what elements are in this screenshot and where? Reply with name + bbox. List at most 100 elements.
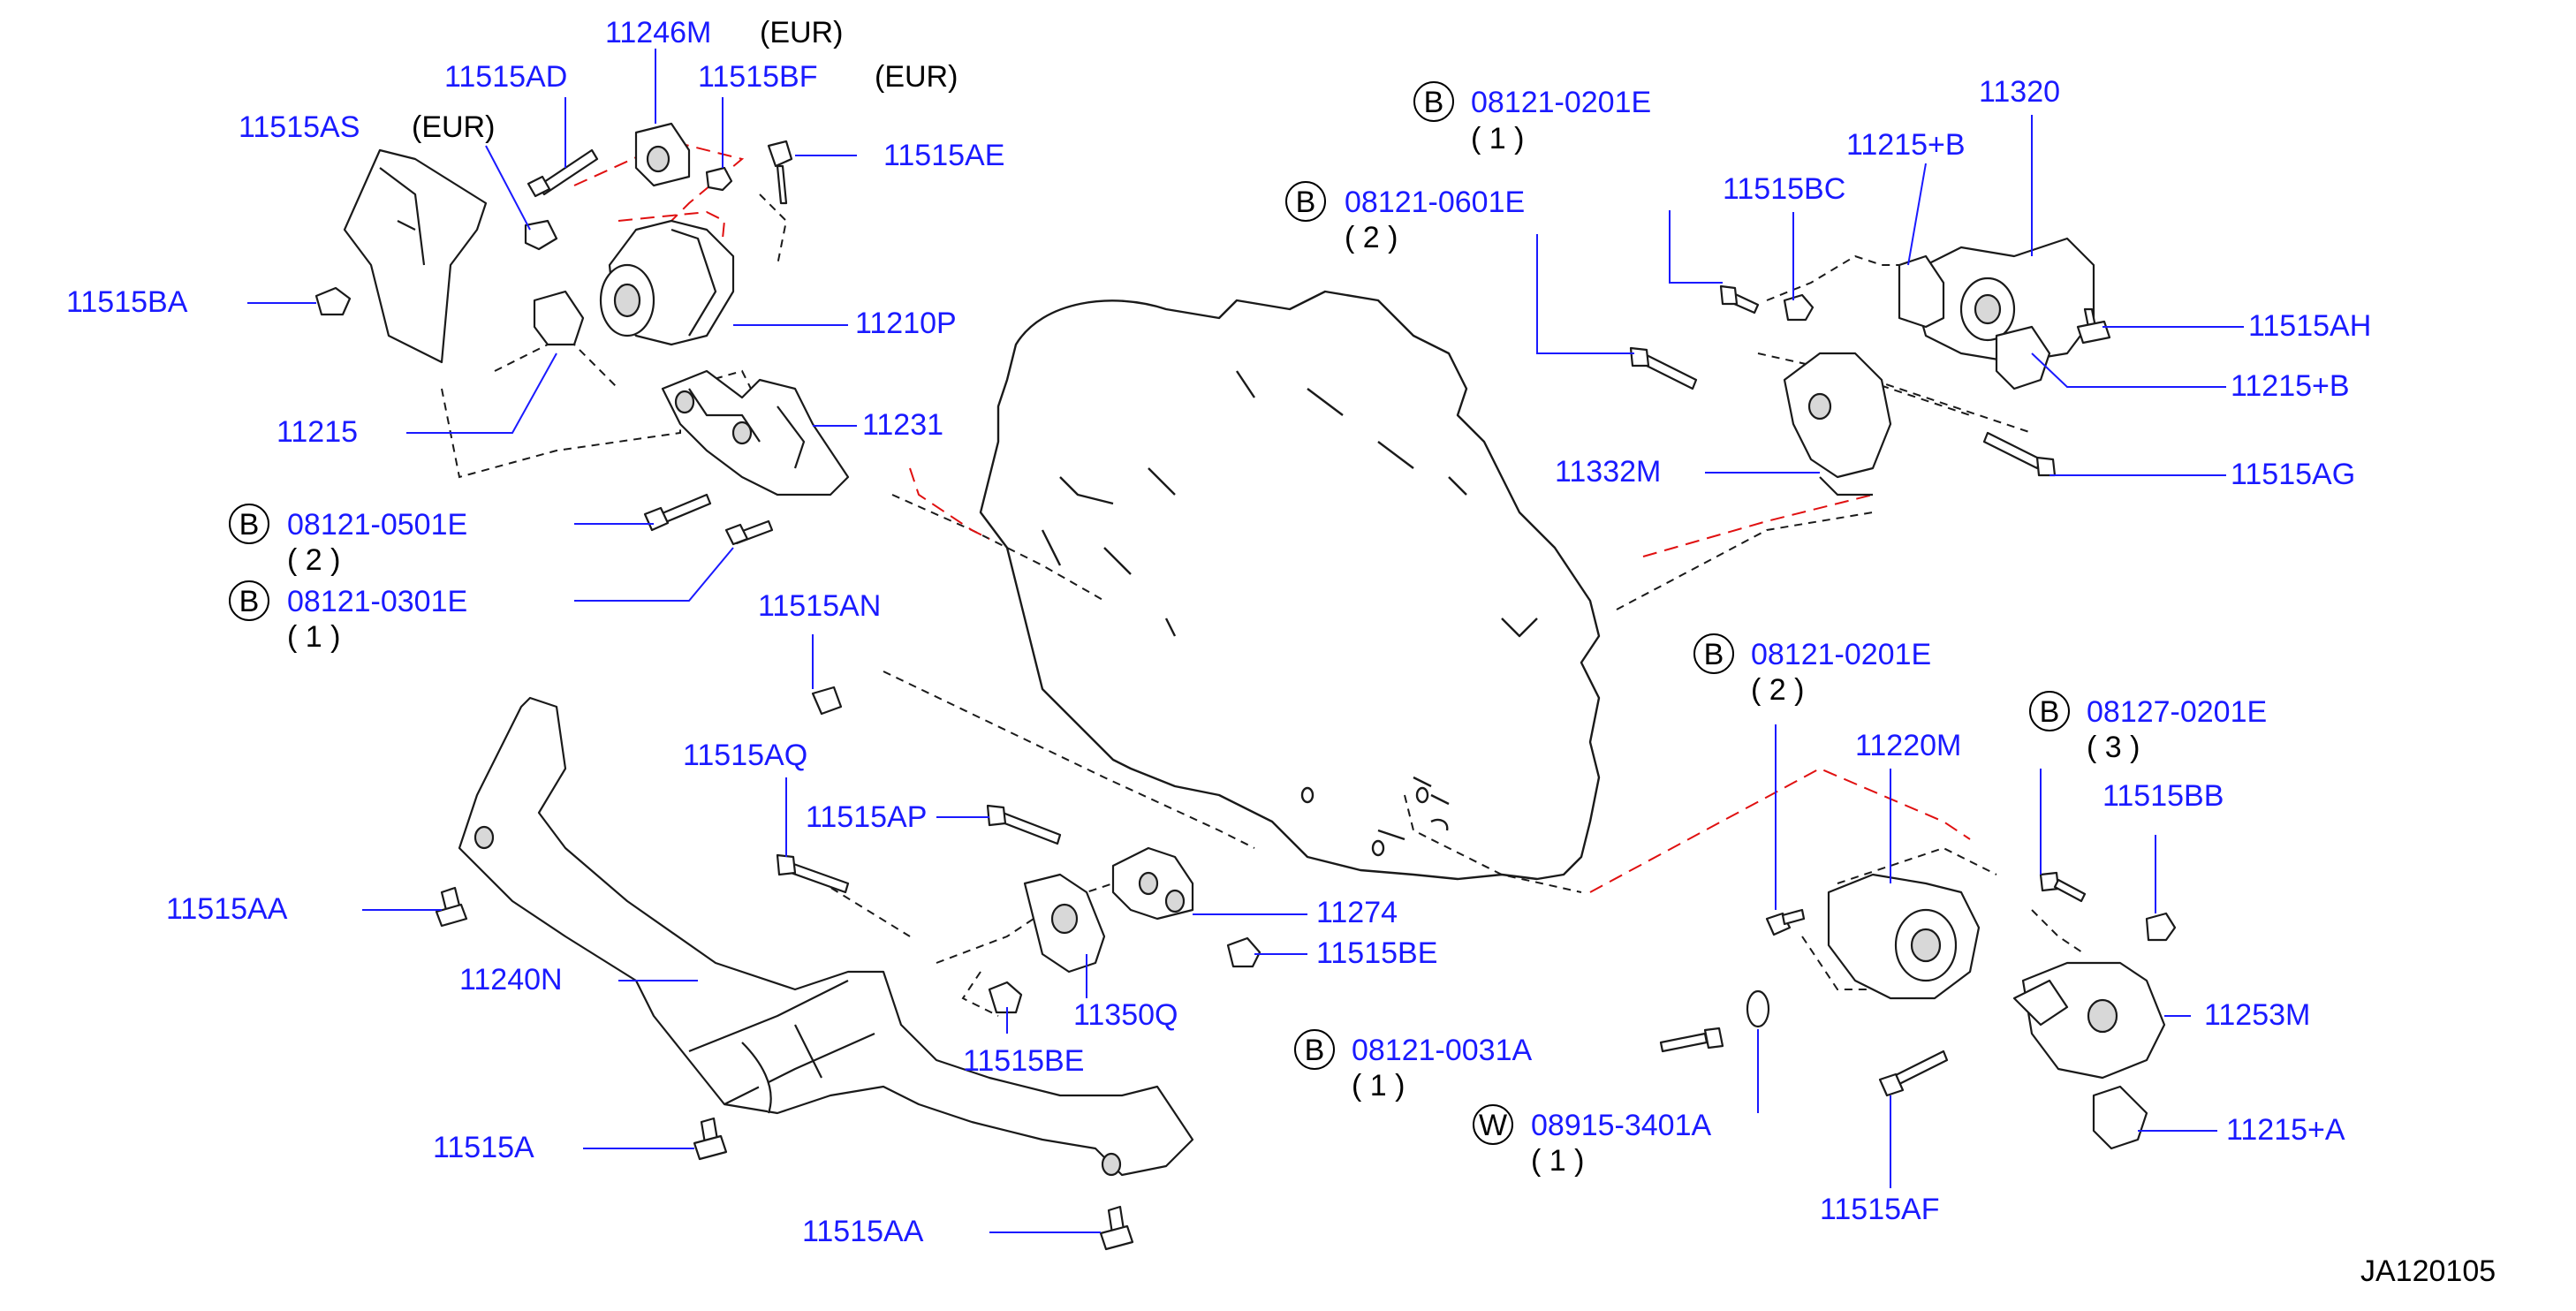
left-upper-mount-group: [314, 122, 850, 546]
callout-08121-0601E: B 08121-0601E ( 2 ): [1285, 181, 1525, 254]
code: 08121-0201E: [1471, 86, 1651, 119]
nut-11515BB: [2145, 912, 2177, 942]
bracket-11332M: [1783, 352, 1892, 496]
label-11515BE-lower: 11515BE: [963, 1044, 1084, 1078]
mount-assembly-11210P: [599, 219, 735, 346]
nut-11515BC: [1783, 293, 1815, 322]
washer-11515AS: [524, 219, 558, 251]
insulator-11215: [533, 290, 585, 346]
label-11515AP: 11515AP: [806, 800, 927, 834]
label-11515AE: 11515AE: [883, 139, 1004, 172]
qty: ( 1 ): [1471, 122, 1524, 155]
label-11215: 11215: [277, 415, 358, 449]
note-11246M: (EUR): [760, 16, 843, 49]
label-11215B-upper: 11215+B: [1846, 128, 1966, 162]
bolt-11515AH: [2076, 307, 2111, 345]
symbol: B: [1296, 186, 1316, 219]
insulator-11215A: [2092, 1085, 2148, 1150]
bolt-08121-0201E-lower: [1765, 908, 1806, 936]
crossmember-group: [435, 686, 1261, 1251]
label-11253M: 11253M: [2204, 998, 2310, 1032]
bracket-11253M: [2012, 961, 2166, 1080]
note-11515AS: (EUR): [412, 110, 495, 144]
label-11515AA-right: 11515AA: [802, 1215, 924, 1248]
symbol: B: [1305, 1034, 1325, 1067]
label-11240N: 11240N: [459, 963, 563, 997]
right-upper-mount-group: [1629, 237, 2111, 496]
callout-08121-0301E: B 08121-0301E ( 1 ): [229, 580, 467, 654]
bolt-callouts: B 08121-0201E ( 1 ) B 08121-0601E ( 2 ) …: [229, 81, 2267, 1178]
code: 08121-0601E: [1345, 186, 1525, 219]
callout-08121-0201E-upper: B 08121-0201E ( 1 ): [1413, 81, 1651, 155]
qty: ( 1 ): [1352, 1069, 1405, 1103]
bolt-11515AQ: [776, 853, 850, 894]
insulator-11350Q: [1023, 873, 1106, 974]
callout-08121-0501E: B 08121-0501E ( 2 ): [229, 504, 467, 577]
label-11515AF: 11515AF: [1820, 1193, 1939, 1226]
symbol: B: [1704, 638, 1724, 671]
qty: ( 2 ): [1345, 221, 1398, 254]
qty: ( 1 ): [287, 620, 340, 654]
label-11215A: 11215+A: [2226, 1113, 2345, 1147]
label-11332M: 11332M: [1555, 455, 1661, 489]
nut-11515BE-upper: [1226, 936, 1261, 968]
label-11320: 11320: [1979, 75, 2060, 109]
nut-11515BE-lower: [988, 981, 1023, 1014]
bolt-08127-0201E: [2039, 871, 2087, 903]
code: 08121-0301E: [287, 585, 467, 618]
bolt-11515AG: [1982, 431, 2057, 477]
symbol: B: [239, 508, 260, 542]
symbol: W: [1479, 1109, 1507, 1142]
bolt-08121-0601E: [1629, 346, 1698, 390]
bolt-08121-0501E: [643, 493, 712, 532]
bolt-08121-0201E-upper: [1719, 284, 1760, 314]
symbol: B: [239, 585, 260, 618]
label-11515AG: 11515AG: [2231, 458, 2355, 491]
code: 08915-3401A: [1531, 1109, 1712, 1142]
insulator-11215B-upper: [1898, 254, 1945, 329]
label-11215B-lower: 11215+B: [2231, 369, 2350, 403]
label-11515AD: 11515AD: [444, 60, 567, 94]
bolt-08121-0301E: [724, 519, 774, 546]
label-11515BA: 11515BA: [66, 285, 188, 319]
assembly-lines: [441, 193, 2086, 1017]
bracket-plate-11515AS: [343, 148, 488, 364]
bolt-08121-0031A: [1659, 1027, 1724, 1053]
label-11220M: 11220M: [1855, 729, 1961, 762]
engine-link-lines: [573, 140, 1971, 893]
label-11515AA-left: 11515AA: [166, 892, 288, 926]
label-11210P: 11210P: [855, 307, 957, 340]
label-11515BC: 11515BC: [1723, 172, 1845, 206]
bolt-11515AA-left: [435, 886, 468, 928]
callout-08127-0201E: B 08127-0201E ( 3 ): [2029, 691, 2267, 764]
mount-11320: [1906, 237, 2095, 364]
insulator-11246M: [634, 122, 691, 187]
callout-08915-3401A: W 08915-3401A ( 1 ): [1473, 1104, 1712, 1178]
bolt-11515AA-right: [1099, 1205, 1134, 1251]
qty: ( 3 ): [2087, 731, 2140, 764]
code: 08121-0501E: [287, 508, 467, 542]
bracket-11274: [1111, 846, 1194, 921]
label-11515BF: 11515BF: [698, 60, 817, 94]
code: 08127-0201E: [2087, 695, 2267, 729]
label-11515AS: 11515AS: [239, 110, 360, 144]
insulator-11215B-lower: [1995, 325, 2051, 390]
code: 08121-0031A: [1352, 1034, 1533, 1067]
qty: ( 2 ): [1751, 673, 1804, 707]
qty: ( 1 ): [1531, 1144, 1584, 1178]
right-lower-mount-group: [1659, 871, 2177, 1150]
label-11515BE-upper: 11515BE: [1316, 936, 1437, 970]
label-11231: 11231: [862, 408, 943, 442]
bracket-11231: [661, 369, 850, 496]
nut-11515AN: [811, 686, 843, 716]
bolt-11515AF: [1878, 1050, 1949, 1097]
label-11246M: 11246M: [605, 16, 711, 49]
callout-08121-0031A: B 08121-0031A ( 1 ): [1294, 1029, 1533, 1103]
callout-08121-0201E-lower: B 08121-0201E ( 2 ): [1693, 633, 1931, 707]
part-labels: 11246M (EUR) 11515AD 11515BF (EUR) 11515…: [66, 16, 2371, 1248]
qty: ( 2 ): [287, 543, 340, 577]
symbol: B: [1424, 86, 1444, 119]
mount-11220M: [1827, 873, 1981, 1000]
diagram-code: JA120105: [2360, 1254, 2496, 1288]
